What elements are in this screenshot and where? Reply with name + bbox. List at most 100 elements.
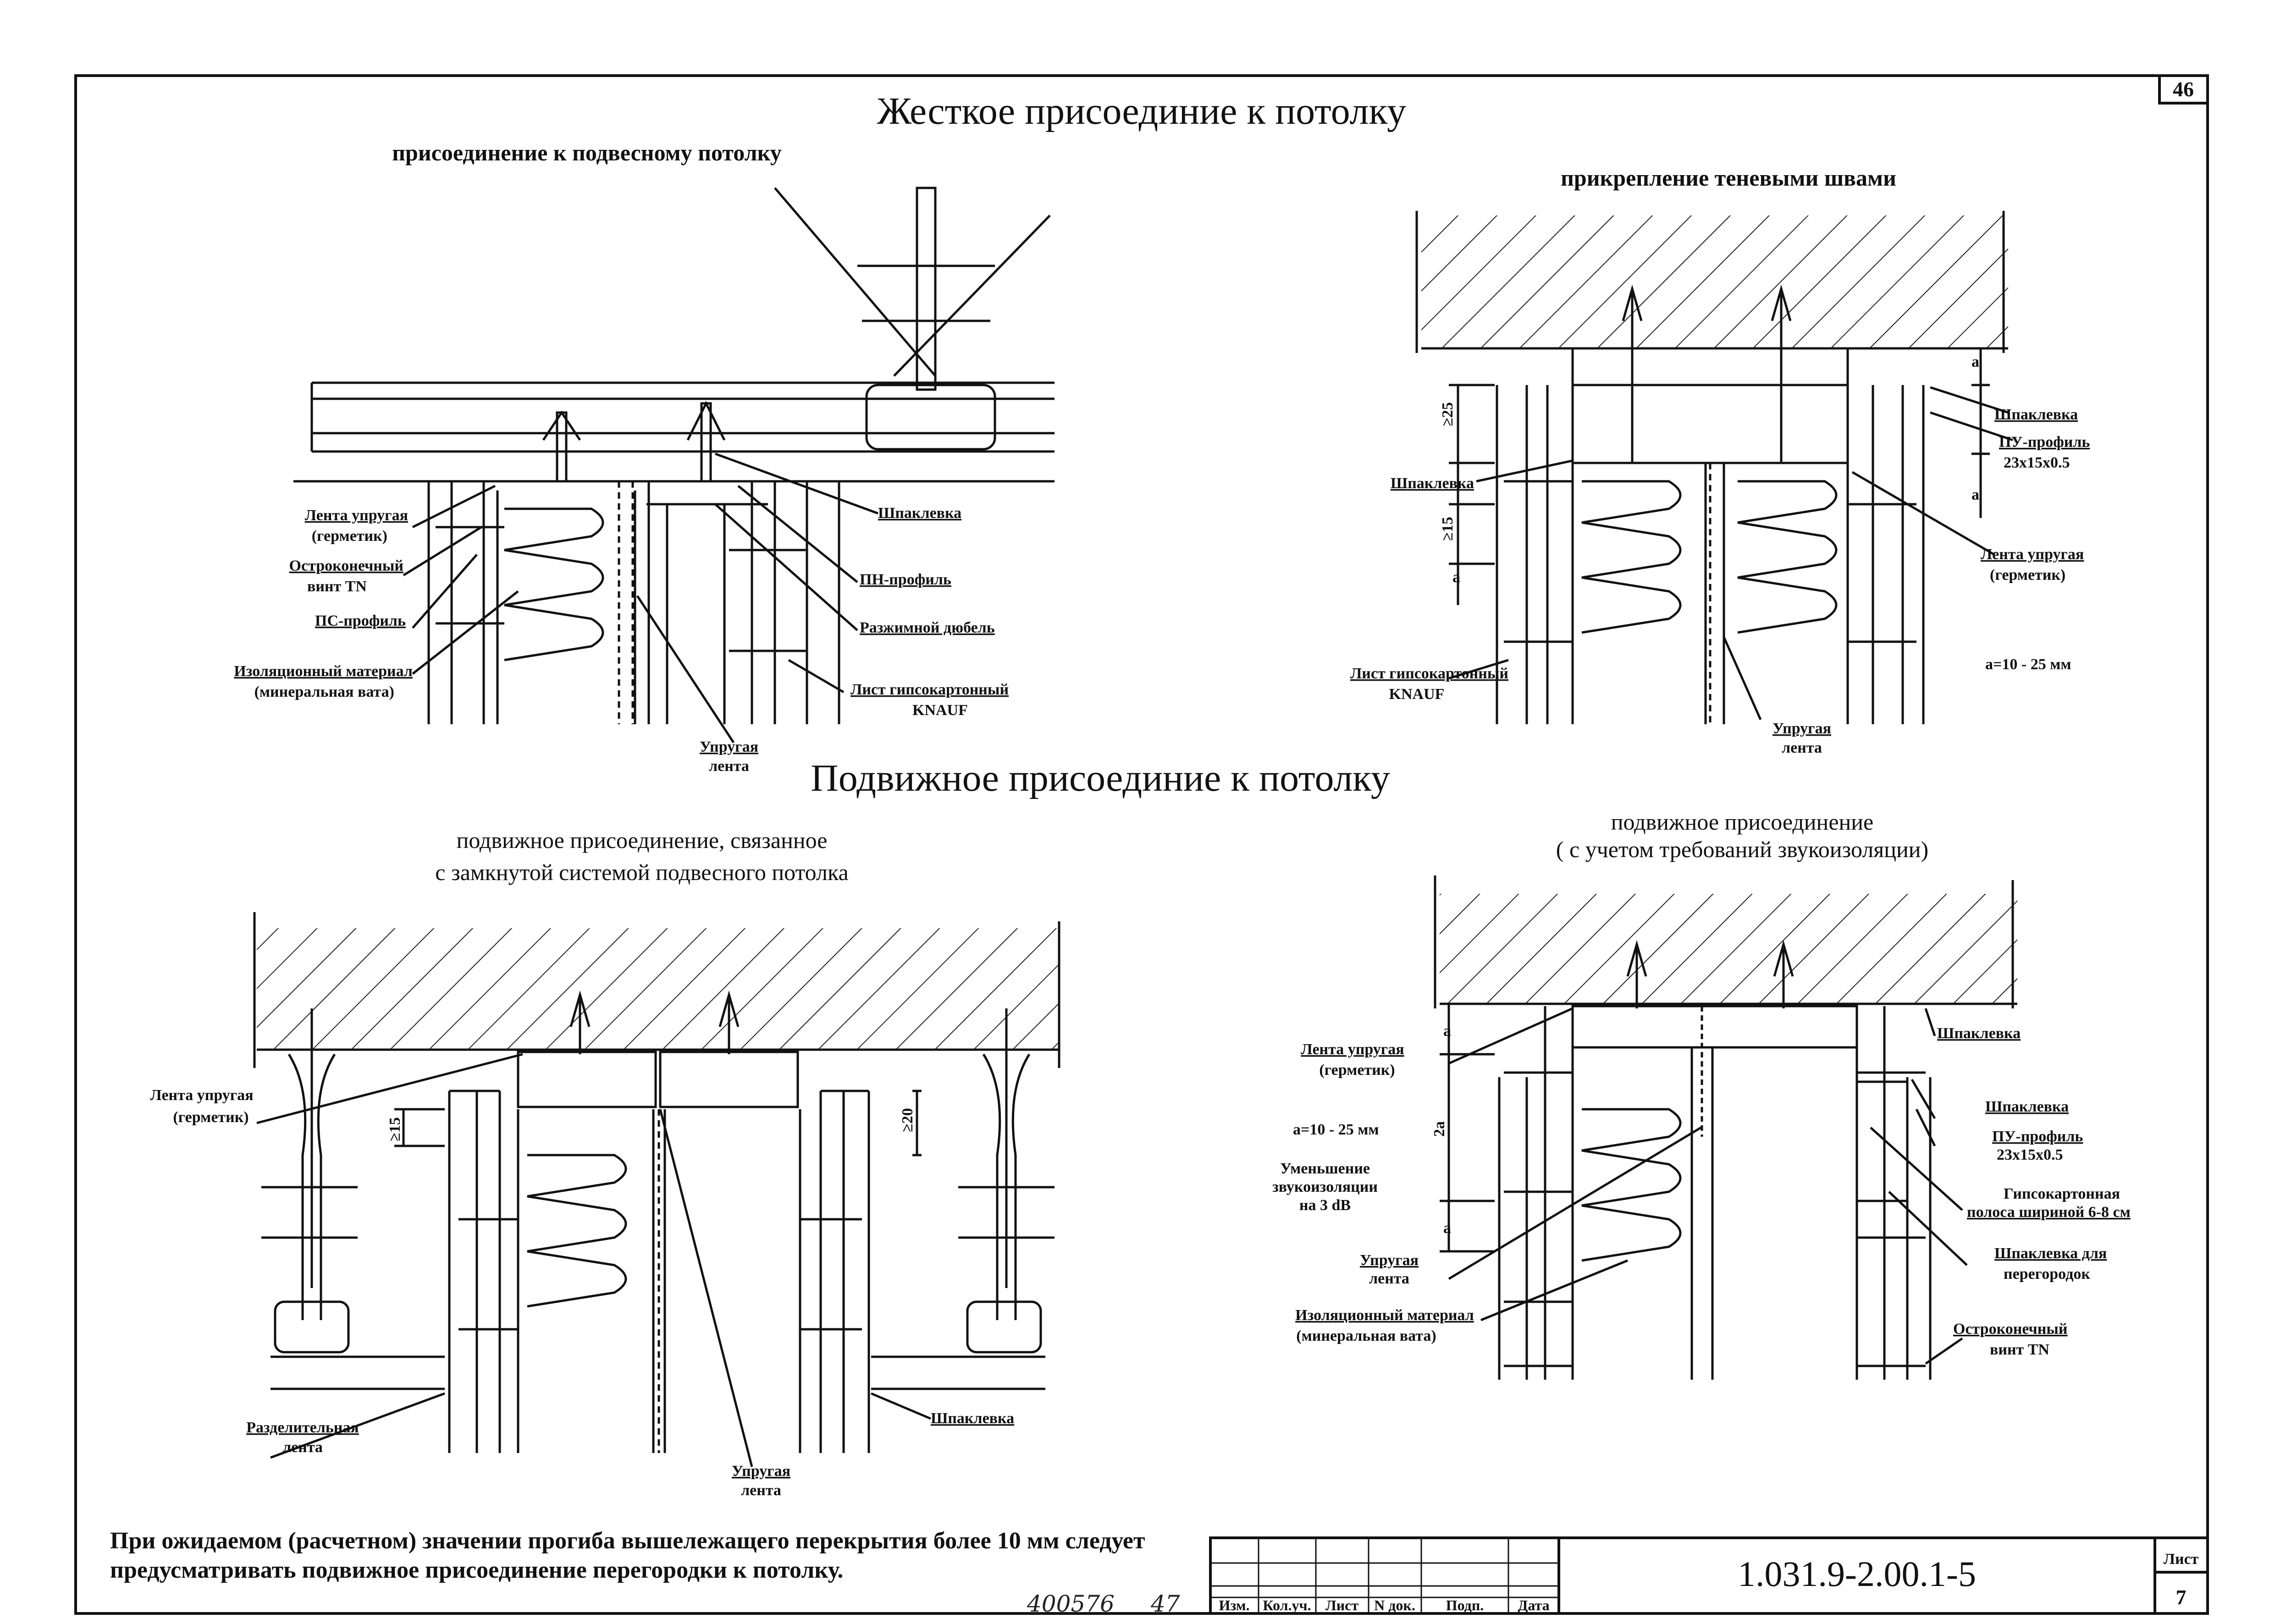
dim-a-left: a <box>1452 569 1460 586</box>
label-pu-profile: ПУ-профиль <box>1999 434 2090 451</box>
label-tape-elastic-sub: (герметик) <box>1319 1062 1395 1079</box>
section-sound-insulation: подвижное присоединение ( с учетом требо… <box>1272 809 2131 1380</box>
label-putty: Шпаклевка <box>878 505 961 522</box>
label-elastic-tape: Упругая <box>1772 720 1831 737</box>
col-signature: Подп. <box>1446 1597 1484 1613</box>
label-ps-profile: ПС-профиль <box>315 612 406 629</box>
label-a-range: a=10 - 25 мм <box>1985 656 2071 673</box>
col-doc-number: N док. <box>1374 1597 1415 1613</box>
label-putty-mid: Шпаклевка <box>1985 1098 2069 1115</box>
label-pointed-screw-sub: винт TN <box>307 578 367 595</box>
section3-labels: Лента упругая (герметик) Разделительная … <box>150 1087 1014 1499</box>
section1-labels: Лента упругая (герметик) Остроконечный в… <box>234 505 1009 775</box>
section1-title: присоединение к подвесному потолку <box>392 140 782 165</box>
label-tape-elastic: Лента упругая <box>1301 1041 1404 1058</box>
label-gypsum-strip-sub: полоса шириной 6-8 см <box>1967 1204 2131 1221</box>
label-tape-elastic: Лента упругая <box>150 1087 253 1104</box>
section4-drawing <box>1434 875 2017 1380</box>
label-tape-elastic-sub: (герметик) <box>312 528 387 545</box>
label-partition-putty-sub: перегородок <box>2004 1266 2090 1283</box>
label-pu-profile-size: 23x15x0.5 <box>2004 454 2070 471</box>
handwritten-number: 47 <box>1151 1591 1180 1617</box>
label-putty-left: Шпаклевка <box>1391 475 1474 492</box>
col-count: Кол.уч. <box>1263 1597 1311 1613</box>
label-elastic-tape: Упругая <box>1360 1252 1419 1269</box>
label-pu-profile-size: 23x15x0.5 <box>1997 1146 2063 1163</box>
section-shadow-joints: прикрепление теневыми швами <box>1350 165 2090 756</box>
label-putty-top: Шпаклевка <box>1994 406 2078 423</box>
label-pointed-screw: Остроконечный <box>289 557 403 574</box>
section4-concrete-slab <box>1440 894 2017 1004</box>
label-reduction-sub: звукоизоляции <box>1272 1178 1378 1195</box>
label-gypsum-strip: Гипсокартонная <box>2004 1185 2120 1202</box>
label-gypsum-sheet-sub: KNAUF <box>1389 686 1445 703</box>
section2-labels: Шпаклевка ПУ-профиль 23x15x0.5 Шпаклевка… <box>1350 353 2090 756</box>
section4-labels: Лента упругая (герметик) a=10 - 25 мм Ум… <box>1272 1023 2131 1358</box>
section-closed-system: подвижное присоединение, связанное с зам… <box>150 827 1060 1499</box>
label-insulation: Изоляционный материал <box>1295 1307 1474 1324</box>
label-tape-elastic-sub: (герметик) <box>173 1109 248 1126</box>
label-reduction-db: на 3 dB <box>1299 1197 1351 1214</box>
label-pu-profile: ПУ-профиль <box>1992 1128 2083 1145</box>
dim-25: ≥25 <box>1439 402 1456 426</box>
label-elastic-tape-sub: лента <box>741 1482 781 1499</box>
dim-a-top: a <box>1443 1023 1451 1040</box>
sheet-number: 7 <box>2176 1585 2187 1609</box>
dim-15: ≥15 <box>1439 517 1456 541</box>
section3-drawing <box>253 912 1060 1467</box>
section3-title-line1: подвижное присоединение, связанное <box>457 827 828 853</box>
label-elastic-tape-sub: лента <box>1369 1270 1409 1287</box>
title-block-columns: Изм. Кол.уч. Лист N док. Подп. Дата <box>1219 1597 1549 1613</box>
label-elastic-tape-sub: лента <box>709 758 749 775</box>
section-suspended-ceiling: присоединение к подвесному потолку <box>234 140 1055 775</box>
dim-a-right-bottom: a <box>1971 486 1979 503</box>
label-partition-putty: Шпаклевка для <box>1994 1245 2107 1262</box>
section3-concrete-slab <box>257 928 1059 1050</box>
col-change: Изм. <box>1219 1597 1249 1613</box>
dim-a-bottom: a <box>1443 1220 1451 1237</box>
section3-title-line2: с замкнутой системой подвесного потолка <box>435 859 848 885</box>
dim-2a: 2a <box>1431 1121 1448 1137</box>
section2-drawing <box>1415 211 2013 724</box>
col-sheet: Лист <box>1325 1597 1358 1613</box>
label-putty-top: Шпаклевка <box>1937 1025 2021 1042</box>
label-a-range: a=10 - 25 мм <box>1293 1121 1379 1138</box>
label-gypsum-sheet: Лист гипсокартонный <box>850 681 1009 698</box>
label-tape-elastic: Лента упругая <box>1981 546 2084 563</box>
sheet-label: Лист <box>2164 1551 2199 1568</box>
label-elastic-tape: Упругая <box>732 1463 790 1480</box>
dim-15: ≥15 <box>387 1117 403 1141</box>
dim-a-right-top: a <box>1971 353 1979 370</box>
handwritten-code: 400576 <box>1027 1591 1115 1617</box>
section4-title-line1: подвижное присоединение <box>1611 809 1873 835</box>
sheet-frame <box>74 74 2209 1615</box>
label-pointed-screw-sub: винт TN <box>1990 1341 2049 1358</box>
page-number: 46 <box>2173 77 2194 101</box>
label-tape-elastic: Лента упругая <box>305 507 408 524</box>
label-tape-elastic-sub: (герметик) <box>1990 567 2065 584</box>
label-reduction: Уменьшение <box>1280 1160 1370 1177</box>
title-block <box>1209 1536 2209 1615</box>
title-rigid-connection: Жесткое присоединие к потолку <box>877 90 1406 132</box>
col-date: Дата <box>1518 1597 1549 1613</box>
label-separating-tape-sub: лента <box>282 1439 323 1456</box>
label-pn-profile: ПН-профиль <box>860 571 951 588</box>
section1-drawing <box>293 187 1055 743</box>
deflection-note: При ожидаемом (расчетном) значении проги… <box>110 1528 1145 1583</box>
label-expansion-dowel: Разжимной дюбель <box>860 619 995 636</box>
title-movable-connection: Подвижное присоединие к потолку <box>811 757 1390 799</box>
label-insulation: Изоляционный материал <box>234 663 413 680</box>
label-insulation-sub: (минеральная вата) <box>254 683 394 700</box>
label-elastic-tape-sub: лента <box>1782 739 1822 756</box>
doc-code: 1.031.9-2.00.1-5 <box>1738 1554 1976 1594</box>
section2-title: прикрепление теневыми швами <box>1561 165 1896 191</box>
label-gypsum-sheet-sub: KNAUF <box>912 702 968 719</box>
label-pointed-screw: Остроконечный <box>1953 1321 2067 1338</box>
label-insulation-sub: (минеральная вата) <box>1296 1327 1436 1344</box>
dim-20: ≥20 <box>899 1108 916 1132</box>
label-elastic-tape: Упругая <box>700 738 758 755</box>
section2-concrete-slab <box>1421 215 2008 348</box>
section4-title-line2: ( с учетом требований звукоизоляции) <box>1556 837 1928 862</box>
label-separating-tape: Разделительная <box>246 1419 359 1436</box>
